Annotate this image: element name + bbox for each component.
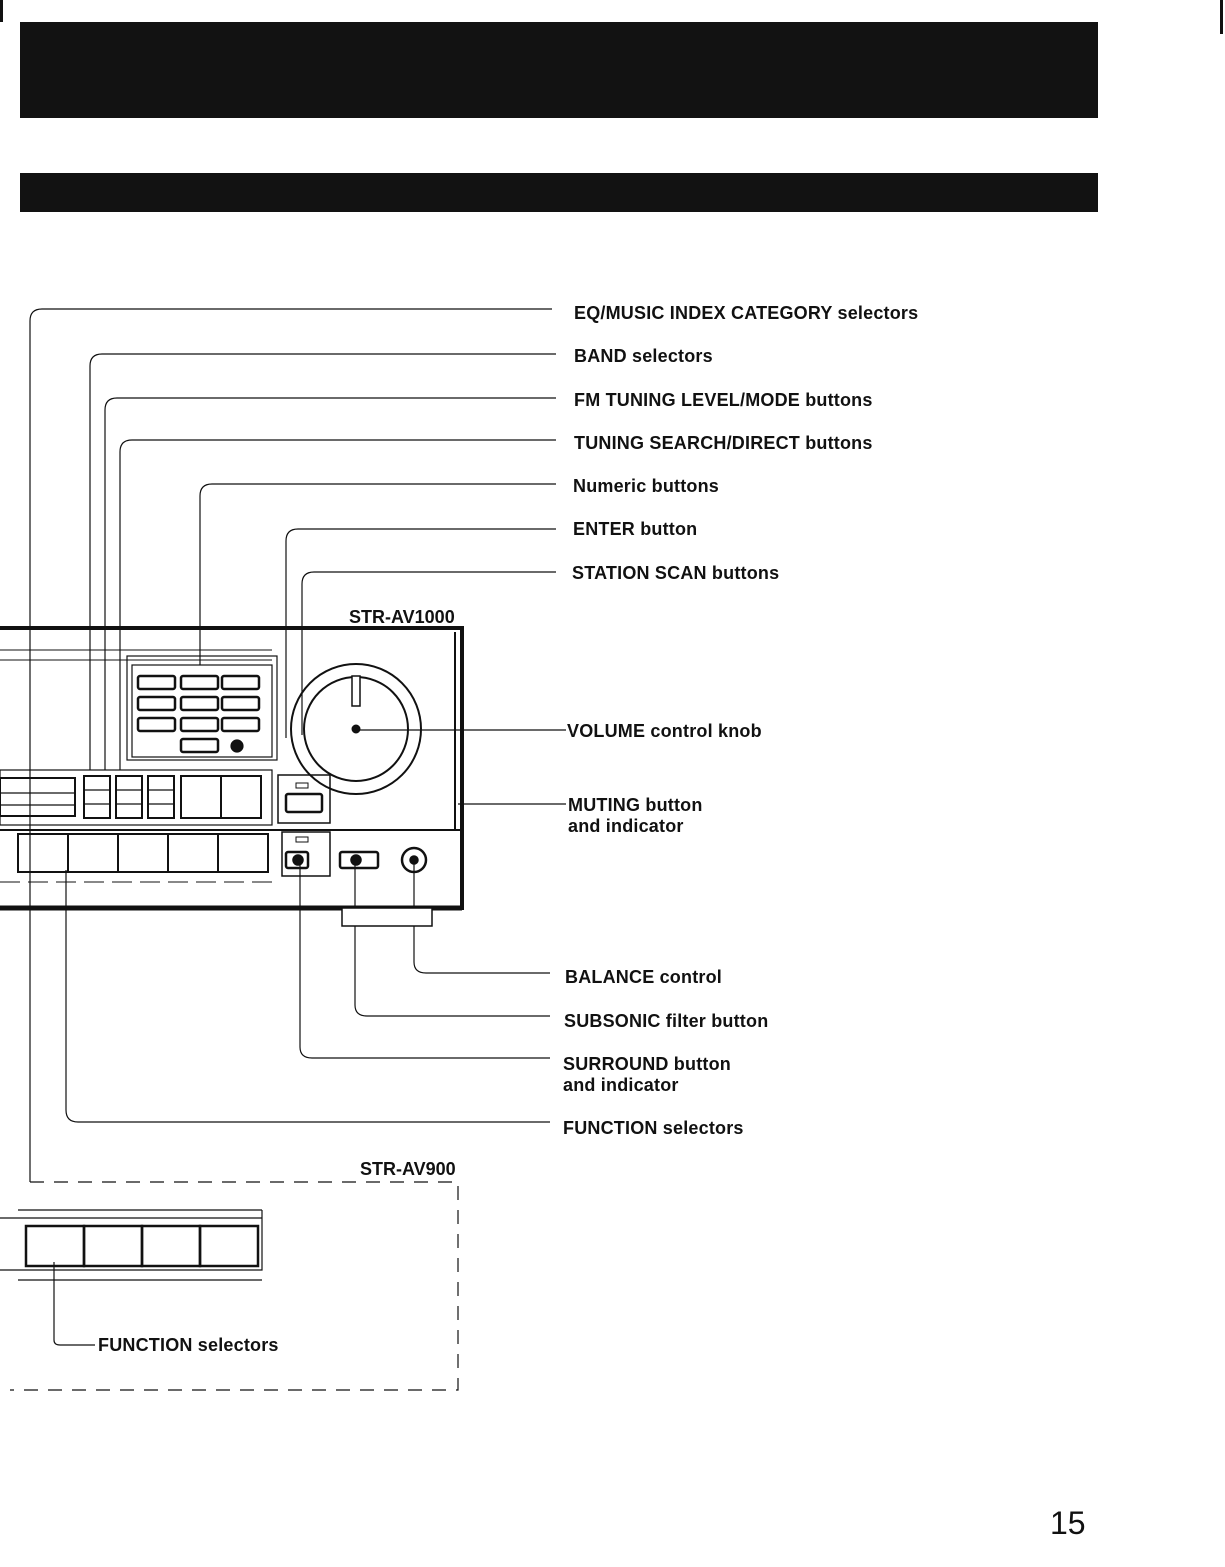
selector-row <box>0 769 273 826</box>
label-numeric-buttons: Numeric buttons <box>573 476 720 496</box>
function-selector-row-av900 <box>0 1209 263 1281</box>
crop-mark <box>0 0 3 22</box>
volume-knob <box>290 663 422 795</box>
av900-dashed-box <box>10 1181 459 1391</box>
leader-function-av900 <box>53 1262 95 1346</box>
crop-mark <box>1220 0 1223 34</box>
label-surround-indicator: and indicator <box>563 1075 679 1095</box>
page-number: 15 <box>1050 1505 1086 1541</box>
leader-tuning-search <box>119 439 556 770</box>
receiver-body <box>0 626 464 927</box>
leader-numeric <box>199 483 556 665</box>
label-eq-music-index-category: EQ/MUSIC INDEX CATEGORY selectors <box>574 303 919 323</box>
label-muting-button: MUTING button <box>568 795 703 815</box>
label-band-selectors: BAND selectors <box>574 346 713 366</box>
leader-band <box>89 353 556 770</box>
label-station-scan-buttons: STATION SCAN buttons <box>572 563 780 583</box>
label-function-selectors: FUNCTION selectors <box>563 1118 744 1138</box>
model-label-str-av1000: STR-AV1000 <box>349 607 455 627</box>
label-fm-tuning-level-mode: FM TUNING LEVEL/MODE buttons <box>574 390 873 410</box>
label-volume-control-knob: VOLUME control knob <box>567 721 762 741</box>
leader-station-scan <box>301 571 556 735</box>
leader-subsonic <box>354 862 550 1017</box>
leader-enter <box>285 528 556 738</box>
section-title-band <box>20 173 1098 212</box>
header-band <box>20 22 1098 118</box>
label-function-selectors-av900: FUNCTION selectors <box>98 1335 279 1355</box>
label-enter-button: ENTER button <box>573 519 698 539</box>
label-surround-button: SURROUND button <box>563 1054 731 1074</box>
leader-fm-tuning <box>104 397 556 770</box>
leader-surround <box>299 862 550 1059</box>
function-selector-row <box>0 833 272 883</box>
leader-eq-music-index <box>29 308 552 1130</box>
numeric-keypad <box>126 655 278 761</box>
label-subsonic-filter-button: SUBSONIC filter button <box>564 1011 769 1031</box>
muting-button <box>277 774 331 824</box>
label-tuning-search-direct: TUNING SEARCH/DIRECT buttons <box>574 433 873 453</box>
label-muting-indicator: and indicator <box>568 816 684 836</box>
leader-function <box>65 870 550 1123</box>
lower-controls <box>281 831 428 877</box>
model-label-str-av900: STR-AV900 <box>360 1159 456 1179</box>
label-balance-control: BALANCE control <box>565 967 722 987</box>
leader-balance <box>413 862 550 974</box>
